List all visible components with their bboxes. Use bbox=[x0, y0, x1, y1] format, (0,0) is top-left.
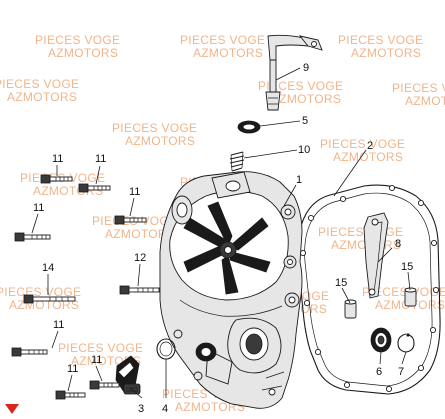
bolt-11-e bbox=[11, 347, 48, 357]
watermark: PIECES VOGE AZMOTORS bbox=[320, 137, 405, 164]
bolt-11-c bbox=[114, 215, 147, 225]
dowel-pin-left bbox=[344, 299, 357, 319]
dowel-pin-right bbox=[404, 287, 417, 307]
bolt-11-a bbox=[40, 174, 73, 184]
watermark-line2: AZMOTORS bbox=[405, 94, 445, 108]
watermark-line1: PIECES VOGE bbox=[58, 341, 143, 355]
filler-neck-on-cover bbox=[195, 342, 217, 362]
callout-3: 3 bbox=[138, 403, 144, 415]
watermark-layer: PIECES VOGE AZMOTORS PIECES VOGE AZMOTOR… bbox=[0, 33, 445, 414]
watermark-line1: PIECES VOGE bbox=[112, 121, 197, 135]
release-lever bbox=[363, 212, 389, 299]
watermark: PIECES VOGE AZMOTORS bbox=[0, 77, 79, 104]
callout-6: 6 bbox=[376, 366, 382, 378]
callout-11: 11 bbox=[91, 354, 102, 366]
watermark-line2: AZMOTORS bbox=[351, 46, 421, 60]
watermark-line2: AZMOTORS bbox=[193, 46, 263, 60]
callout-1: 1 bbox=[296, 174, 302, 186]
watermark-line1: PIECES VOGE bbox=[0, 285, 81, 299]
clutch-release-shaft bbox=[265, 34, 323, 111]
callout-11: 11 bbox=[129, 186, 140, 198]
watermark-line1: PIECES VOGE bbox=[392, 81, 445, 95]
brand-logo bbox=[5, 404, 19, 414]
bolt-11-d bbox=[14, 232, 51, 242]
callout-12: 12 bbox=[134, 252, 146, 264]
watermark: PIECES VOGE AZMOTORS bbox=[318, 225, 403, 252]
watermark: PIECES VOGE AZMOTORS bbox=[20, 171, 105, 198]
bolt-11-f bbox=[89, 380, 120, 390]
watermark-line2: AZMOTORS bbox=[48, 46, 118, 60]
circlip bbox=[397, 333, 415, 353]
callout-15-left: 15 bbox=[335, 277, 347, 289]
shaft-washer bbox=[237, 120, 261, 134]
bolt-12 bbox=[119, 285, 160, 295]
bolt-11-b bbox=[78, 183, 111, 193]
watermark-line1: PIECES VOGE bbox=[258, 79, 343, 93]
watermark-line1: PIECES VOGE bbox=[338, 33, 423, 47]
bolt-11-g bbox=[55, 390, 86, 400]
clutch-cover bbox=[159, 171, 303, 409]
watermark-line1: PIECES VOGE bbox=[320, 137, 405, 151]
o-ring bbox=[156, 338, 176, 360]
oil-seal bbox=[370, 327, 392, 353]
bolt-14 bbox=[23, 294, 76, 304]
leader-lines bbox=[31, 67, 411, 399]
callout-11: 11 bbox=[53, 319, 64, 331]
watermark-line2: AZMOTORS bbox=[271, 92, 341, 106]
callout-11: 11 bbox=[33, 202, 44, 214]
callout-11: 11 bbox=[67, 363, 78, 375]
watermark: PIECES VOGE AZMOTORS bbox=[258, 79, 343, 106]
callout-14: 14 bbox=[42, 262, 54, 274]
watermark-line2: AZMOTORS bbox=[333, 150, 403, 164]
watermark-line2: AZMOTORS bbox=[7, 90, 77, 104]
callout-11: 11 bbox=[52, 153, 63, 165]
watermark: PIECES VOGE AZMOTORS bbox=[180, 33, 265, 60]
callout-10: 10 bbox=[298, 144, 310, 156]
oil-filler-plug bbox=[115, 355, 141, 395]
watermark: PIECES VOGE AZMOTORS bbox=[112, 121, 197, 148]
watermark: PIECES VOGE AZMOTORS bbox=[392, 81, 445, 108]
callout-9: 9 bbox=[303, 62, 309, 74]
watermark-line2: AZMOTORS bbox=[125, 134, 195, 148]
gasket-bolt-holes bbox=[299, 184, 440, 393]
watermark-line1: PIECES VOGE bbox=[0, 77, 79, 91]
callout-7: 7 bbox=[398, 366, 404, 378]
callout-11: 11 bbox=[95, 153, 106, 165]
watermark-line1: PIECES VOGE bbox=[318, 225, 403, 239]
callout-labels: 9 5 10 1 2 8 15 15 6 7 3 4 11 11 11 11 1… bbox=[33, 62, 413, 415]
watermark-line1: PIECES VOGE bbox=[362, 285, 445, 299]
watermark-line2: AZMOTORS bbox=[105, 227, 175, 241]
brand-logo-mark bbox=[5, 404, 19, 414]
callout-8: 8 bbox=[395, 238, 401, 250]
callout-4: 4 bbox=[162, 403, 168, 415]
return-spring bbox=[229, 151, 245, 172]
watermark-line1: PIECES VOGE bbox=[35, 33, 120, 47]
watermark-line1: PIECES VOGE bbox=[180, 33, 265, 47]
callout-5: 5 bbox=[302, 115, 308, 127]
callout-2: 2 bbox=[367, 140, 373, 152]
callout-15-right: 15 bbox=[401, 261, 413, 273]
watermark: PIECES VOGE AZMOTORS bbox=[35, 33, 120, 60]
watermark: PIECES VOGE AZMOTORS bbox=[338, 33, 423, 60]
watermark-line2: AZMOTORS bbox=[175, 400, 245, 414]
